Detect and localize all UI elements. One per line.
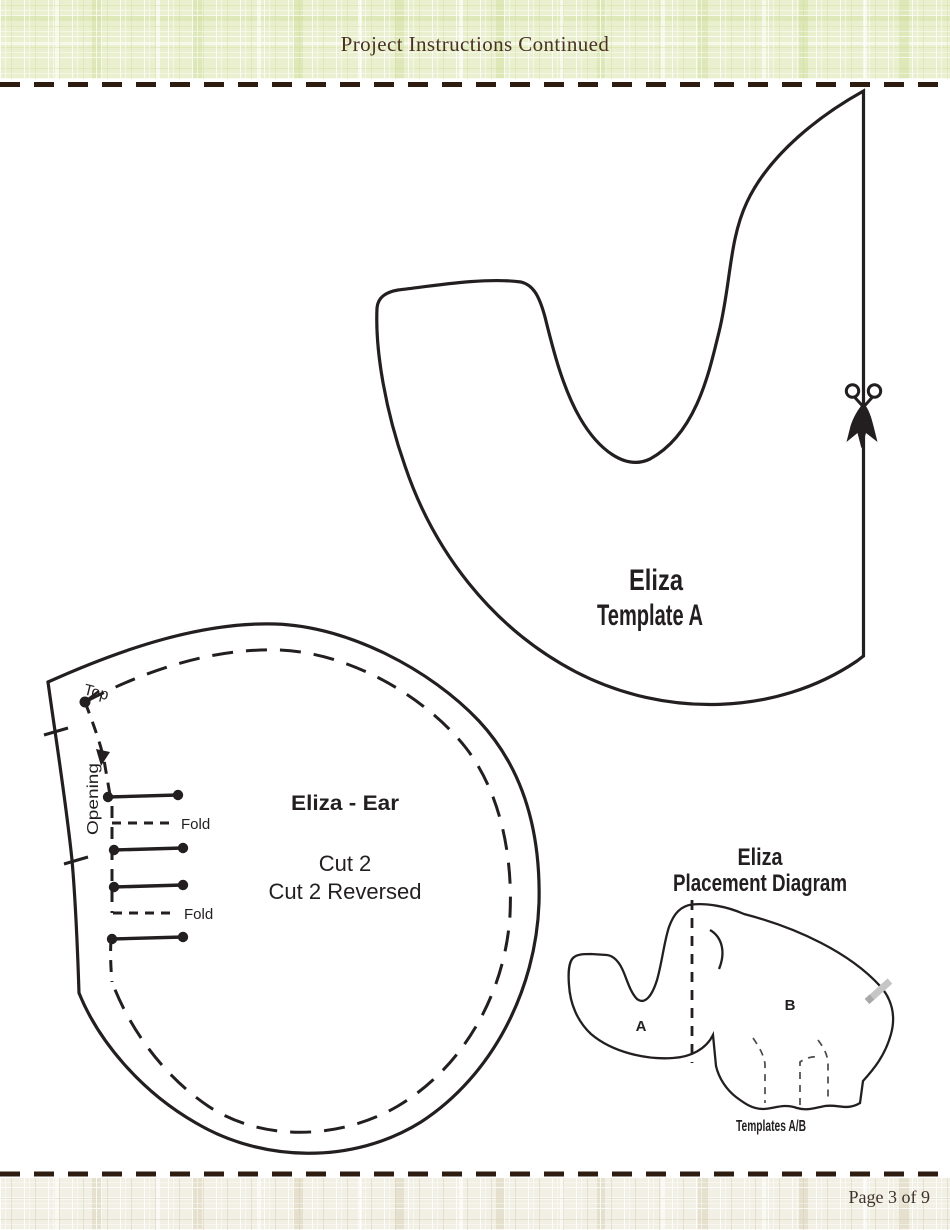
placement-leg-line	[817, 1039, 829, 1100]
fold-label-2: Fold	[184, 906, 213, 923]
pleat-dot	[177, 842, 189, 854]
template-a-label: Eliza Template A	[597, 564, 703, 632]
ear-notch-tick	[43, 726, 69, 737]
placement-leg-line	[752, 1037, 766, 1103]
placement-elephant-outline	[567, 902, 895, 1111]
ear-title: Eliza - Ear	[291, 791, 400, 815]
placement-title-line1: Eliza	[738, 844, 784, 871]
placement-diagram: Eliza Placement Diagram A B Templates A/…	[567, 844, 895, 1135]
ear-notch-tick	[63, 855, 89, 866]
header-title: Project Instructions Continued	[340, 32, 610, 56]
pleat-dot	[177, 879, 189, 891]
ear-cut-line2: Cut 2 Reversed	[269, 879, 422, 904]
placement-tail-tip	[864, 994, 875, 1005]
page-number: Page 3 of 9	[848, 1187, 930, 1207]
template-a-title-line1: Eliza	[629, 564, 683, 597]
header: Project Instructions Continued	[0, 0, 950, 79]
pleat-dot	[108, 844, 120, 856]
pleat-dot	[177, 931, 189, 943]
ear-outline	[46, 622, 541, 1155]
placement-leg-line	[799, 1055, 820, 1105]
ear-seam-dashed	[84, 648, 512, 1134]
top-label: Top	[82, 681, 110, 704]
fold-label-1: Fold	[181, 816, 210, 833]
placement-title-line2: Placement Diagram	[673, 870, 847, 897]
pleat-dot	[108, 881, 120, 893]
ear-cut-line1: Cut 2	[319, 851, 372, 876]
seam-arrow-marker	[96, 749, 110, 766]
template-a-outline	[375, 88, 866, 707]
top-marker-leader	[86, 690, 100, 701]
opening-label: Opening	[85, 763, 102, 835]
placement-tail-mark	[868, 978, 893, 1001]
pleat-marks	[102, 789, 189, 945]
ear-seam-left-dashed	[109, 938, 114, 983]
pleat-dot	[102, 791, 114, 803]
placement-label-a: A	[636, 1018, 647, 1035]
placement-caption: Templates A/B	[736, 1118, 806, 1135]
scissors-icon	[844, 383, 883, 449]
placement-ear-line	[709, 929, 724, 970]
pleat-dot	[172, 789, 184, 801]
ear-seam-left-dashed	[83, 701, 112, 796]
footer: Page 3 of 9	[0, 1178, 950, 1230]
pleat-dot	[106, 933, 118, 945]
placement-label-b: B	[785, 997, 796, 1014]
template-a-title-line2: Template A	[597, 599, 703, 632]
